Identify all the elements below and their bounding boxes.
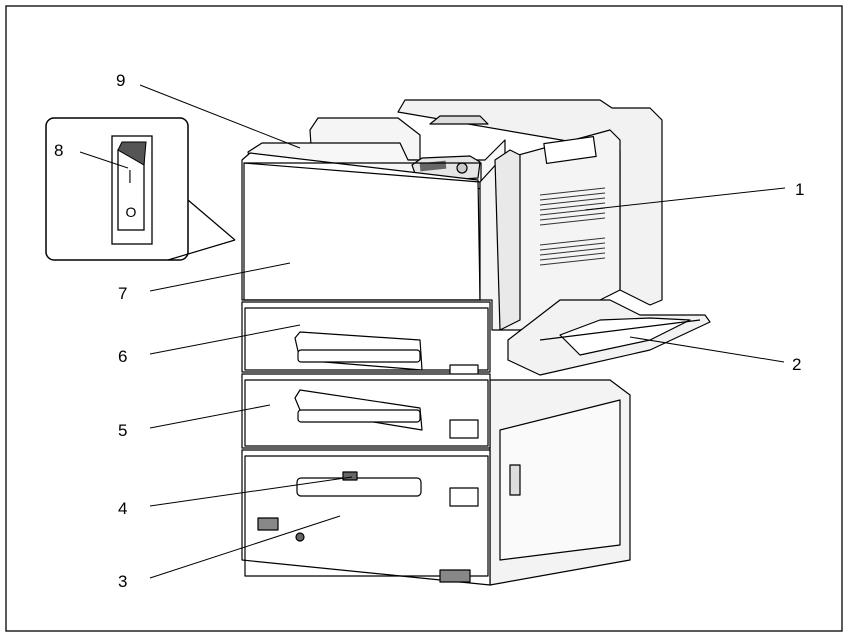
power-switch-inset: | O: [45, 117, 236, 261]
callout-6: 6: [118, 347, 127, 366]
callout-4: 4: [118, 499, 127, 518]
callout-9: 9: [116, 71, 125, 90]
switch-off-mark: O: [126, 204, 137, 220]
callout-5: 5: [118, 421, 127, 440]
callout-8: 8: [54, 141, 63, 160]
front-door: [241, 152, 481, 301]
leader-lines: [79, 84, 786, 579]
power-switch[interactable]: [117, 149, 145, 231]
callout-2: 2: [792, 355, 801, 374]
switch-on-mark: |: [128, 167, 132, 183]
callout-7: 7: [118, 284, 127, 303]
callout-3: 3: [118, 572, 127, 591]
callout-1: 1: [795, 180, 804, 199]
tray-lock-lever: [342, 471, 358, 481]
callout-numbers: 1 2 3 4 5 6 7 8 9: [54, 71, 804, 591]
